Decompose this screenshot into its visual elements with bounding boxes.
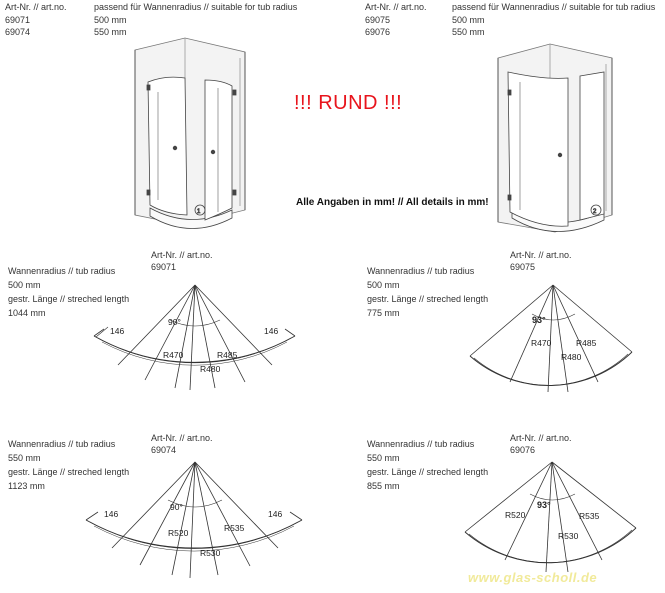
d4-tub-value: 550 mm <box>367 453 400 463</box>
d3-r1: R520 <box>168 528 189 538</box>
header-left-artnr-label: Art-Nr. // art.no. <box>5 2 67 12</box>
enclosure-illustration-1: 1 <box>134 37 246 229</box>
d3-side-left: 146 <box>104 509 118 519</box>
header-right-code-1: 69075 <box>365 15 391 25</box>
d4-r1: R520 <box>505 510 526 520</box>
header-right-artnr-label: Art-Nr. // art.no. <box>365 2 427 12</box>
d3-r2: R530 <box>200 548 221 558</box>
d1-length-value: 1044 mm <box>8 308 46 318</box>
d3-tub-label: Wannenradius // tub radius <box>8 439 116 449</box>
header-left-code-2: 69074 <box>5 27 31 37</box>
rund-notice: !!! RUND !!! <box>294 92 403 114</box>
d2-r1: R470 <box>531 338 552 348</box>
d2-r3: R485 <box>576 338 597 348</box>
d1-angle: 90° <box>168 317 181 327</box>
d2-length-label: gestr. Länge // streched length <box>367 294 489 304</box>
d3-artnr: 69074 <box>151 445 177 455</box>
d1-side-right: 146 <box>264 326 278 336</box>
d1-side-left: 146 <box>110 326 124 336</box>
d4-r3: R535 <box>579 511 600 521</box>
enclosure-illustration-2: 2 <box>497 43 613 233</box>
diagram-69076 <box>464 461 637 573</box>
d2-tub-label: Wannenradius // tub radius <box>367 266 475 276</box>
d4-length-label: gestr. Länge // streched length <box>367 467 489 477</box>
d4-tub-label: Wannenradius // tub radius <box>367 439 475 449</box>
d3-length-value: 1123 mm <box>8 481 45 491</box>
d1-tub-value: 500 mm <box>8 280 41 290</box>
d4-r2: R530 <box>558 531 579 541</box>
d2-r2: R480 <box>561 352 582 362</box>
d3-tub-value: 550 mm <box>8 453 41 463</box>
d3-artnr-label: Art-Nr. // art.no. <box>151 433 213 443</box>
d1-r3: R485 <box>217 350 238 360</box>
svg-text:2: 2 <box>593 209 597 215</box>
d1-r1: R470 <box>163 350 184 360</box>
details-note: Alle Angaben in mm! // All details in mm… <box>296 197 489 208</box>
d1-tub-label: Wannenradius // tub radius <box>8 266 116 276</box>
header-right-radius-2: 550 mm <box>452 27 485 37</box>
diagram-69075 <box>469 284 633 393</box>
svg-text:1: 1 <box>197 209 201 215</box>
d4-angle: 93° <box>537 500 551 510</box>
d2-artnr-label: Art-Nr. // art.no. <box>510 250 572 260</box>
diagram-69071 <box>93 284 296 391</box>
d3-r3: R535 <box>224 523 245 533</box>
d2-tub-value: 500 mm <box>367 280 400 290</box>
d3-side-right: 146 <box>268 509 282 519</box>
d4-artnr: 69076 <box>510 445 536 455</box>
d3-length-label: gestr. Länge // streched length <box>8 467 130 477</box>
d1-artnr: 69071 <box>151 262 177 272</box>
d3-angle: 90° <box>170 502 183 512</box>
d2-angle: 93° <box>532 315 546 325</box>
d1-r2: R480 <box>200 364 221 374</box>
header-right-code-2: 69076 <box>365 27 391 37</box>
d4-length-value: 855 mm <box>367 481 400 491</box>
watermark: www.glas-scholl.de <box>468 570 598 585</box>
header-left-radius-2: 550 mm <box>94 27 127 37</box>
d1-length-label: gestr. Länge // streched length <box>8 294 130 304</box>
d1-artnr-label: Art-Nr. // art.no. <box>151 250 213 260</box>
header-left-radius-1: 500 mm <box>94 15 127 25</box>
header-right-radius-label: passend für Wannenradius // suitable for… <box>452 2 656 12</box>
header-right-radius-1: 500 mm <box>452 15 485 25</box>
d4-artnr-label: Art-Nr. // art.no. <box>510 433 572 443</box>
header-left-code-1: 69071 <box>5 15 31 25</box>
d2-artnr: 69075 <box>510 262 536 272</box>
header-left-radius-label: passend für Wannenradius // suitable for… <box>94 2 298 12</box>
d2-length-value: 775 mm <box>367 308 400 318</box>
diagram-69074 <box>85 461 303 579</box>
